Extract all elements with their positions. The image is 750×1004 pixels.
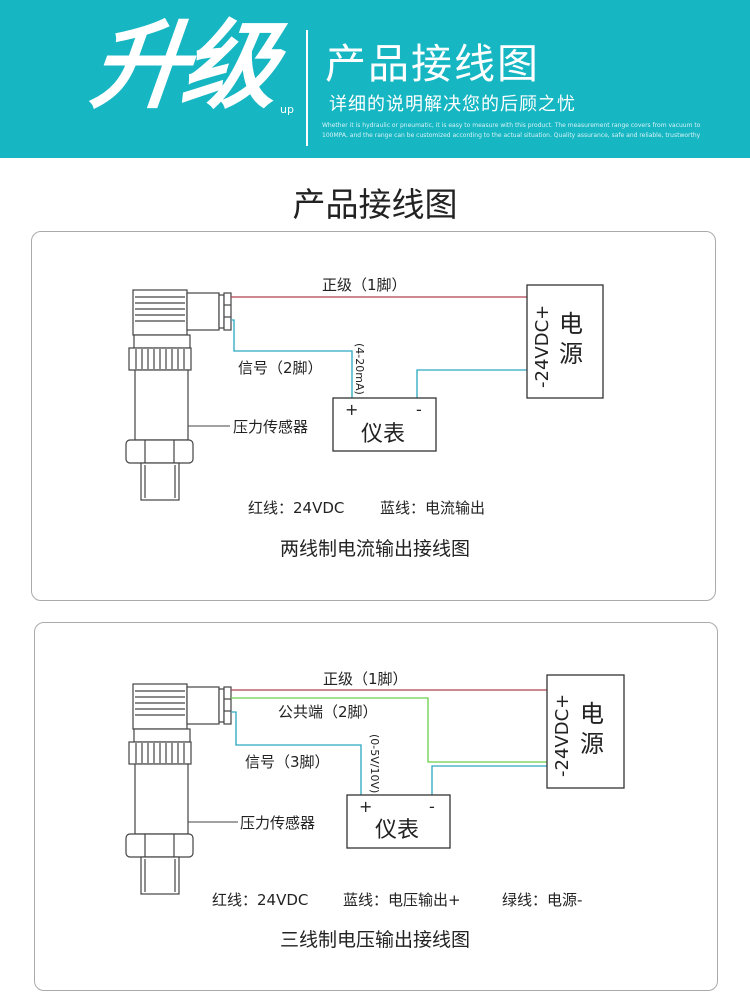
wire-label-pin3: 信号（3脚） <box>245 753 330 771</box>
power-box <box>526 284 604 399</box>
blue-wire-signal <box>231 711 362 795</box>
header-subtitle: 详细的说明解决您的后顾之忧 <box>329 94 576 115</box>
power-label-2: 源 <box>559 340 583 368</box>
meter-box <box>346 794 451 849</box>
meter-plus: + <box>345 400 358 419</box>
blue-wire-signal <box>231 319 353 398</box>
power-label-1: 电 <box>559 310 583 338</box>
divider <box>306 30 308 146</box>
blue-wire-return <box>431 765 547 795</box>
signal-range-label: (4-20mA) <box>353 343 366 395</box>
legend-green: 绿线：电源- <box>502 891 582 909</box>
logo-sub: up <box>280 103 294 116</box>
meter-label: 仪表 <box>361 422 405 447</box>
power-box <box>546 674 625 789</box>
diagram-caption: 三线制电压输出接线图 <box>280 929 470 951</box>
legend-red: 红线：24VDC <box>212 891 308 909</box>
pressure-sensor-icon <box>125 289 232 501</box>
power-voltage-label: -24VDC+ <box>552 694 573 777</box>
power-voltage-label: -24VDC+ <box>532 305 553 388</box>
wire-label-pin1: 正级（1脚） <box>322 276 407 294</box>
power-label-2: 源 <box>580 730 604 758</box>
legend-blue: 蓝线：电压输出+ <box>343 891 461 909</box>
meter-plus: + <box>359 797 372 816</box>
two-wire-diagram: 正级（1脚） 信号（2脚） (4-20mA) 压力传感器 + - 仪表 -24V… <box>125 276 604 560</box>
meter-minus: - <box>416 400 422 419</box>
meter-box <box>332 397 437 452</box>
signal-range-label: (0-5V/10V) <box>368 734 381 793</box>
three-wire-diagram: 正级（1脚） 公共端（2脚） 信号（3脚） (0-5V/10V) 压力传感器 +… <box>125 670 625 951</box>
wire-label-pin2: 信号（2脚） <box>238 359 323 377</box>
blue-wire-return <box>416 369 527 398</box>
legend-red: 红线：24VDC <box>248 499 344 517</box>
wire-label-pin1: 正级（1脚） <box>323 670 408 688</box>
meter-label: 仪表 <box>375 818 419 843</box>
sensor-label: 压力传感器 <box>233 418 308 436</box>
sensor-label: 压力传感器 <box>240 814 315 832</box>
header-title: 产品接线图 <box>325 40 540 88</box>
pressure-sensor-icon <box>125 683 232 895</box>
header-description: Whether it is hydraulic or pneumatic, it… <box>322 122 701 139</box>
header-banner: 升级 up 产品接线图 详细的说明解决您的后顾之忧 Whether it is … <box>0 0 750 158</box>
power-label-1: 电 <box>580 700 604 728</box>
diagram-caption: 两线制电流输出接线图 <box>280 538 470 560</box>
meter-minus: - <box>429 797 435 816</box>
green-wire <box>231 697 547 763</box>
wire-label-pin2: 公共端（2脚） <box>278 703 378 721</box>
section-title: 产品接线图 <box>292 185 458 224</box>
legend-blue: 蓝线：电流输出 <box>380 499 485 517</box>
